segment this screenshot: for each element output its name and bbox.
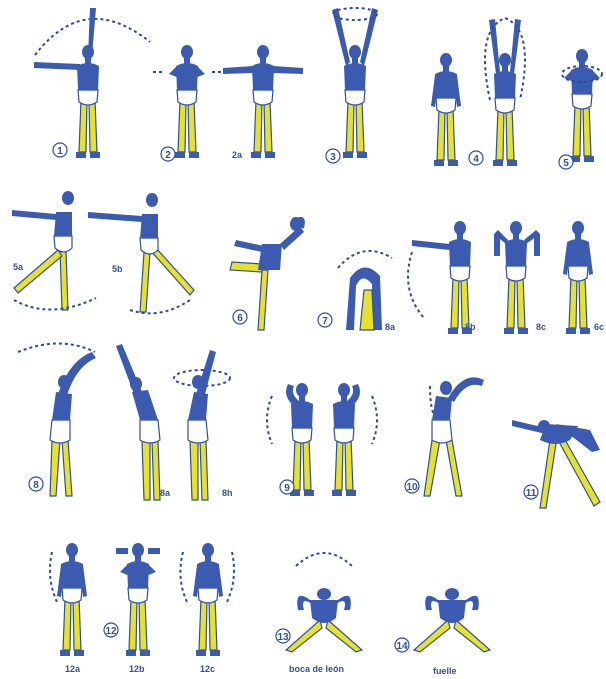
exercise-8d-figure bbox=[563, 221, 593, 334]
exercise-10-number: 10 bbox=[405, 479, 419, 493]
exercise-8-figure bbox=[18, 344, 96, 497]
exercise-5-figure bbox=[562, 49, 602, 162]
exercise-1-number-text: 1 bbox=[57, 146, 63, 157]
exercise-12a-figure bbox=[50, 543, 87, 656]
exercise-3-figure bbox=[332, 8, 378, 158]
exercise-13-number-text: 13 bbox=[277, 632, 289, 643]
exercise-13-number: 13 bbox=[276, 629, 290, 643]
exercise-13-caption: boca de león bbox=[289, 664, 344, 674]
exercise-7-figure bbox=[338, 251, 392, 330]
exercise-8c-figure bbox=[494, 221, 540, 334]
exercise-2-number: 2 bbox=[161, 147, 175, 161]
exercise-9-number-text: 9 bbox=[284, 483, 290, 494]
exercise-14-caption: fuelle bbox=[433, 666, 457, 676]
exercise-5b-figure bbox=[88, 193, 194, 313]
exercise-3-number-text: 3 bbox=[330, 152, 336, 163]
exercise-1-number: 1 bbox=[53, 143, 67, 157]
exercise-3-number: 3 bbox=[326, 149, 340, 163]
exercise-8h-label: 8h bbox=[222, 488, 233, 498]
exercise-5-number: 5 bbox=[559, 155, 573, 169]
exercise-4-number: 4 bbox=[469, 151, 483, 165]
exercise-8c-label: 8c bbox=[536, 322, 546, 332]
exercise-8b-label: 8b bbox=[465, 322, 476, 332]
exercise-5a-label: 5a bbox=[13, 262, 24, 272]
exercise-4-number-text: 4 bbox=[473, 154, 479, 165]
exercise-13-figure bbox=[286, 553, 362, 652]
exercise-12-number-text: 12 bbox=[105, 626, 117, 637]
exercise-8-number: 8 bbox=[29, 477, 43, 491]
exercise-8d-label: 6c bbox=[594, 322, 604, 332]
exercise-5b-label: 5b bbox=[112, 264, 123, 274]
exercise-8n-figure bbox=[116, 344, 160, 500]
exercise-1-figure bbox=[34, 8, 150, 158]
exercise-5a-figure bbox=[12, 191, 96, 310]
exercise-14-number-text: 14 bbox=[396, 641, 408, 652]
exercise-12c-label: 12c bbox=[200, 664, 215, 674]
exercise-6-number: 6 bbox=[233, 310, 247, 324]
exercise-8b-figure bbox=[408, 221, 472, 334]
exercise-6-number-text: 6 bbox=[237, 313, 243, 324]
exercise-10-figure bbox=[424, 377, 484, 496]
exercise-5-number-text: 5 bbox=[563, 158, 569, 169]
exercise-2-figure bbox=[150, 45, 224, 158]
exercise-9-number: 9 bbox=[280, 480, 294, 494]
exercise-11-number-text: 11 bbox=[526, 488, 537, 499]
exercise-8-number-text: 8 bbox=[33, 480, 39, 491]
exercise-10-number-text: 10 bbox=[406, 482, 418, 493]
exercise-4-figure bbox=[431, 18, 525, 166]
exercise-2a-figure bbox=[223, 45, 303, 158]
exercise-12-number: 12 bbox=[104, 623, 118, 637]
exercise-8n-label: 8a bbox=[160, 488, 171, 498]
exercise-2-number-text: 2 bbox=[165, 150, 171, 161]
exercise-12a-label: 12a bbox=[65, 664, 81, 674]
exercise-7-number: 7 bbox=[318, 313, 332, 327]
exercise-8h-figure bbox=[174, 350, 230, 500]
exercise-8a-label: 8a bbox=[385, 322, 396, 332]
exercise-14-figure bbox=[414, 588, 490, 652]
exercise-14-number: 14 bbox=[395, 638, 409, 652]
exercise-2a-label: 2a bbox=[232, 150, 243, 160]
exercise-11-number: 11 bbox=[524, 485, 538, 499]
exercise-12b-label: 12b bbox=[129, 664, 145, 674]
exercise-9-figure bbox=[267, 383, 377, 496]
exercise-12c-figure bbox=[180, 543, 234, 656]
exercise-7-number-text: 7 bbox=[322, 316, 328, 327]
exercise-12b-figure bbox=[116, 543, 160, 656]
